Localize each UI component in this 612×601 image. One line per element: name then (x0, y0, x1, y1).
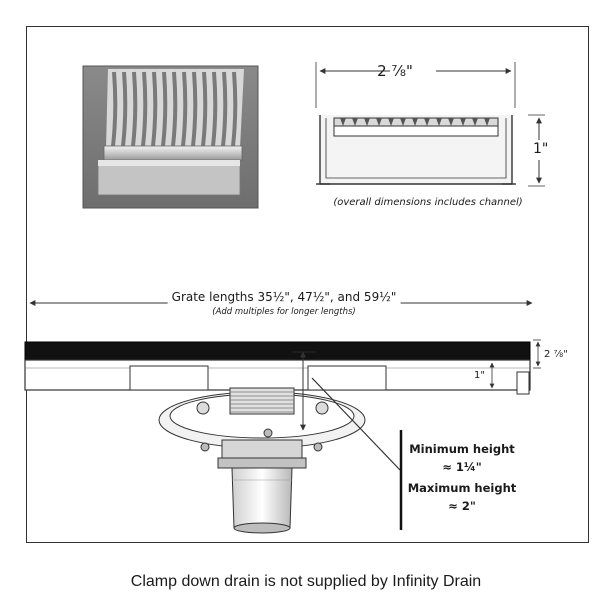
grate-multiples-note: (Add multiples for longer lengths) (212, 307, 356, 317)
grate-lengths-label: Grate lengths 35½", 47½", and 59½" (167, 290, 401, 304)
grate-teeth (340, 118, 490, 126)
cross-section-profile (315, 62, 545, 187)
footer-caption: Clamp down drain is not supplied by Infi… (130, 573, 482, 590)
maximum-height-value: ≈ 2" (448, 499, 476, 513)
clamp-down-drain (158, 387, 366, 534)
maximum-height-label: Maximum height (407, 481, 517, 495)
height-dimension (292, 351, 316, 431)
minimum-height-value: ≈ 1¼" (442, 460, 482, 474)
side-height-label: 1" (533, 141, 549, 157)
top-width-label: 2 ⅞" (377, 62, 413, 80)
callout-leader (311, 377, 401, 471)
overall-dimensions-note: (overall dimensions includes channel) (333, 197, 523, 208)
minimum-height-label: Minimum height (409, 442, 515, 456)
grate-slots (111, 71, 238, 147)
product-photo (82, 65, 259, 209)
channel-elevation (24, 339, 541, 395)
channel-height-label: 1" (474, 370, 485, 381)
right-height-label: 2 ⅞" (544, 349, 568, 360)
